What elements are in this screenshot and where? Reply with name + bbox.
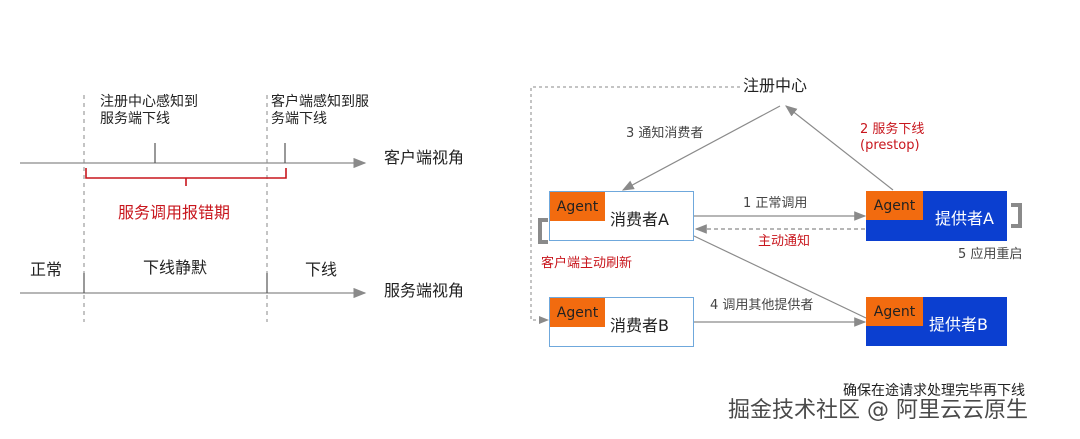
client-aware-line-2: 务端下线 (271, 110, 327, 127)
registry-label: 注册中心 (743, 76, 808, 95)
call-other-label: 4 调用其他提供者 (710, 298, 814, 313)
provider-a-agent-tag: Agent (866, 191, 923, 220)
provider-a-name: 提供者A (935, 209, 994, 228)
registry-aware-line-2: 服务端下线 (100, 110, 170, 127)
state-quiet-label: 下线静默 (143, 258, 208, 277)
provider-b-name: 提供者B (929, 315, 988, 334)
state-normal-label: 正常 (30, 260, 63, 279)
active-notify-label: 主动通知 (758, 234, 811, 249)
consumer-a-agent-tag: Agent (550, 192, 605, 221)
arrow-service-offline (785, 105, 894, 191)
client-aware-label: 客户端感知到服 务端下线 (271, 94, 369, 128)
error-period-brace (85, 168, 287, 186)
error-period-label: 服务调用报错期 (118, 203, 231, 222)
server-view-label: 服务端视角 (384, 281, 465, 300)
provider-b-node: Agent 提供者B (866, 297, 1007, 346)
consumer-a-name: 消费者A (610, 210, 669, 229)
client-refresh-bracket (538, 218, 548, 244)
client-view-label: 客户端视角 (384, 148, 465, 167)
registry-aware-label: 注册中心感知到 服务端下线 (100, 94, 198, 128)
consumer-b-name: 消费者B (610, 316, 669, 335)
app-restart-bracket (1011, 203, 1022, 228)
client-aware-line-1: 客户端感知到服 (271, 94, 369, 110)
notify-consumer-label: 3 通知消费者 (626, 126, 704, 141)
provider-a-node: Agent 提供者A (866, 191, 1007, 241)
footer-note: 确保在途请求处理完毕再下线 (843, 383, 1025, 399)
arrow-notify-consumer (621, 105, 781, 191)
client-refresh-label: 客户端主动刷新 (541, 256, 633, 271)
app-restart-label: 5 应用重启 (958, 247, 1023, 262)
arrow-consumer-a-to-provider-b (693, 235, 867, 319)
watermark: 掘金技术社区 @ 阿里云云原生 (728, 398, 1028, 423)
service-offline-label: 2 服务下线 (prestop) (860, 122, 924, 153)
service-offline-line-1: 2 服务下线 (860, 122, 925, 137)
refresh-dashed-loop (530, 86, 740, 324)
prestop-line: (prestop) (860, 137, 920, 153)
consumer-b-agent-tag: Agent (550, 298, 605, 327)
consumer-a-node: Agent 消费者A (549, 191, 694, 241)
normal-call-label: 1 正常调用 (743, 196, 808, 211)
provider-b-agent-tag: Agent (866, 297, 923, 326)
consumer-b-node: Agent 消费者B (549, 297, 694, 347)
state-offline-label: 下线 (305, 260, 338, 279)
registry-aware-line-1: 注册中心感知到 (100, 94, 198, 110)
